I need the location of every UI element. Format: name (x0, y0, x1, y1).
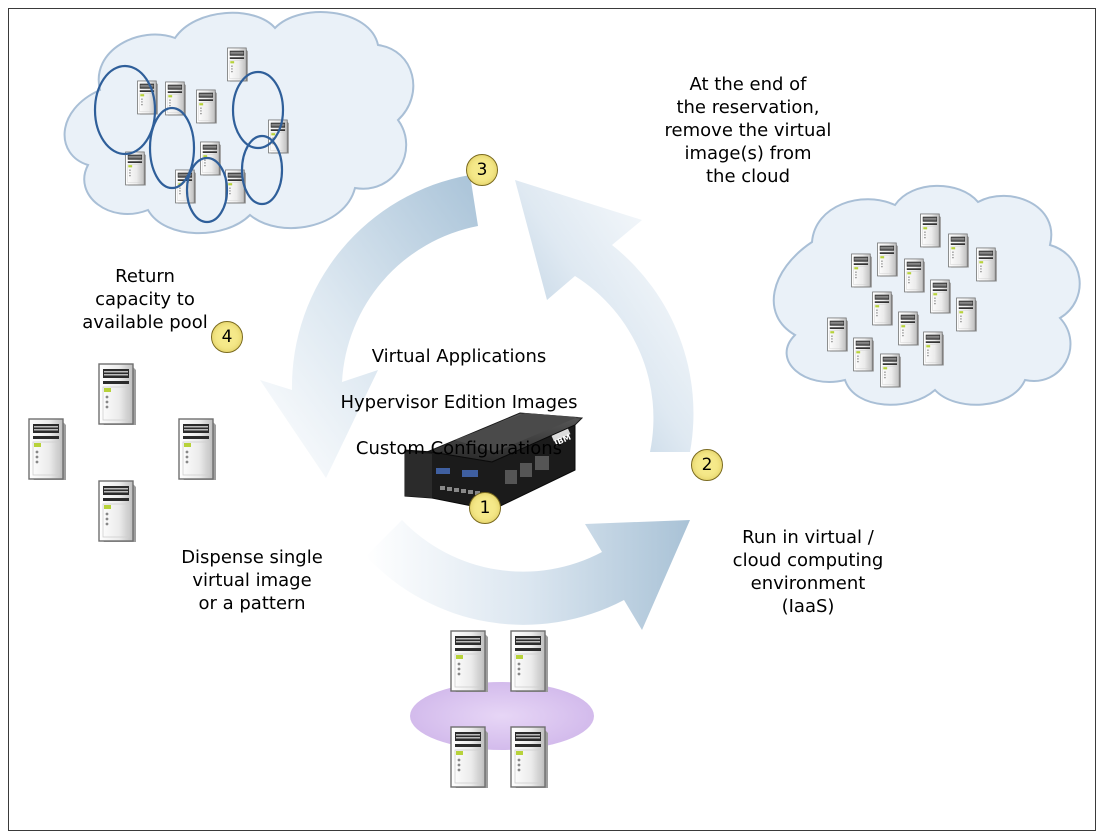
step-4-label: Return capacity to available pool (82, 266, 208, 333)
center-label-line-1: Virtual Applications (371, 346, 547, 367)
center-label-line-3: Custom Configurations (355, 438, 563, 459)
available-pool-servers (28, 363, 217, 543)
step-badge-4: 4 (211, 321, 243, 353)
pattern-pool (410, 682, 594, 750)
dispense-label: Dispense single virtual image or a patte… (181, 547, 323, 614)
appliance-server: IBM (404, 412, 584, 511)
center-label: Virtual Applications Hypervisor Edition … (318, 322, 600, 483)
step-2-label: Run in virtual / cloud computing environ… (732, 527, 884, 617)
step-badge-3: 3 (466, 154, 498, 186)
center-label-line-2: Hypervisor Edition Images (340, 392, 578, 413)
cycle-arrow-top (515, 180, 694, 452)
cloud-top-left-rings (93, 64, 285, 224)
step-badge-2: 2 (691, 449, 723, 481)
step-badge-1: 1 (469, 492, 501, 524)
cycle-arrow-left (260, 175, 478, 478)
step-3-label: At the end of the reservation, remove th… (664, 74, 832, 187)
cloud-top-left (63, 11, 415, 235)
diagram-frame (8, 8, 1096, 831)
cycle-arrow-bottom (366, 520, 690, 630)
cloud-right (772, 184, 1081, 406)
